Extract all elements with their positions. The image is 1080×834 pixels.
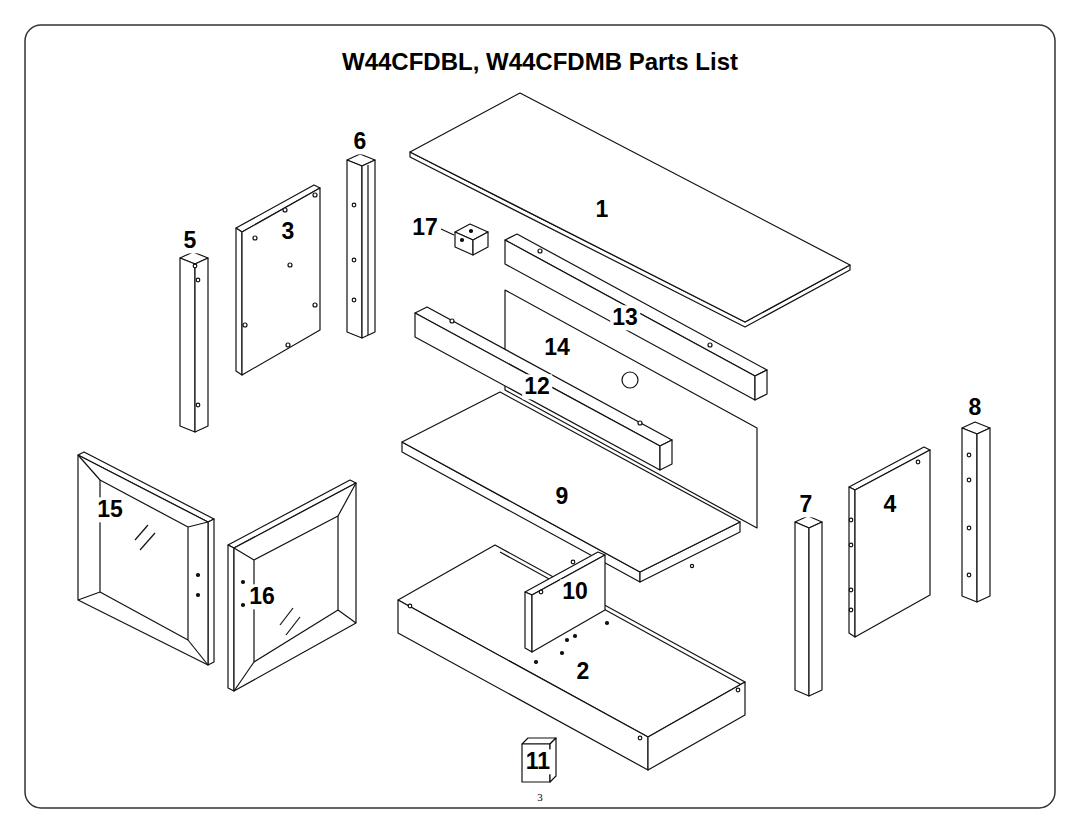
divider-panel: [525, 552, 605, 652]
shelf: [402, 392, 740, 582]
callout-number: 2: [575, 659, 592, 684]
callout-number: 12: [522, 374, 552, 399]
callout-number: 7: [798, 492, 815, 517]
callout-number: 4: [882, 492, 899, 517]
callout-number: 5: [182, 228, 199, 253]
callout-number: 14: [542, 335, 572, 360]
callout-number: 10: [560, 579, 590, 604]
bottom-panel: [398, 545, 745, 770]
side-panel: [849, 447, 930, 637]
diagram-title: W44CFDBL, W44CFDMB Parts List: [340, 49, 740, 75]
block: [441, 224, 488, 255]
callout-number: 1: [594, 197, 611, 222]
callout-number: 6: [352, 129, 369, 154]
top-panel: [410, 93, 850, 327]
post: [962, 422, 990, 602]
glass-door: [228, 480, 356, 691]
post: [180, 252, 208, 432]
callout-number: 9: [554, 484, 571, 509]
callout-number: 13: [610, 305, 640, 330]
callout-number: 15: [95, 497, 125, 522]
rail: [505, 234, 767, 400]
page-number: 3: [535, 791, 545, 803]
callout-number: 3: [280, 219, 297, 244]
page-frame: [25, 25, 1055, 808]
post: [795, 516, 822, 696]
callout-number: 11: [524, 749, 552, 774]
post: [347, 154, 375, 338]
callout-number: 17: [410, 215, 440, 240]
side-panel: [236, 185, 320, 375]
support-block: [522, 738, 556, 782]
callout-number: 8: [967, 395, 984, 420]
callout-number: 16: [247, 584, 277, 609]
glass-door: [78, 452, 214, 665]
